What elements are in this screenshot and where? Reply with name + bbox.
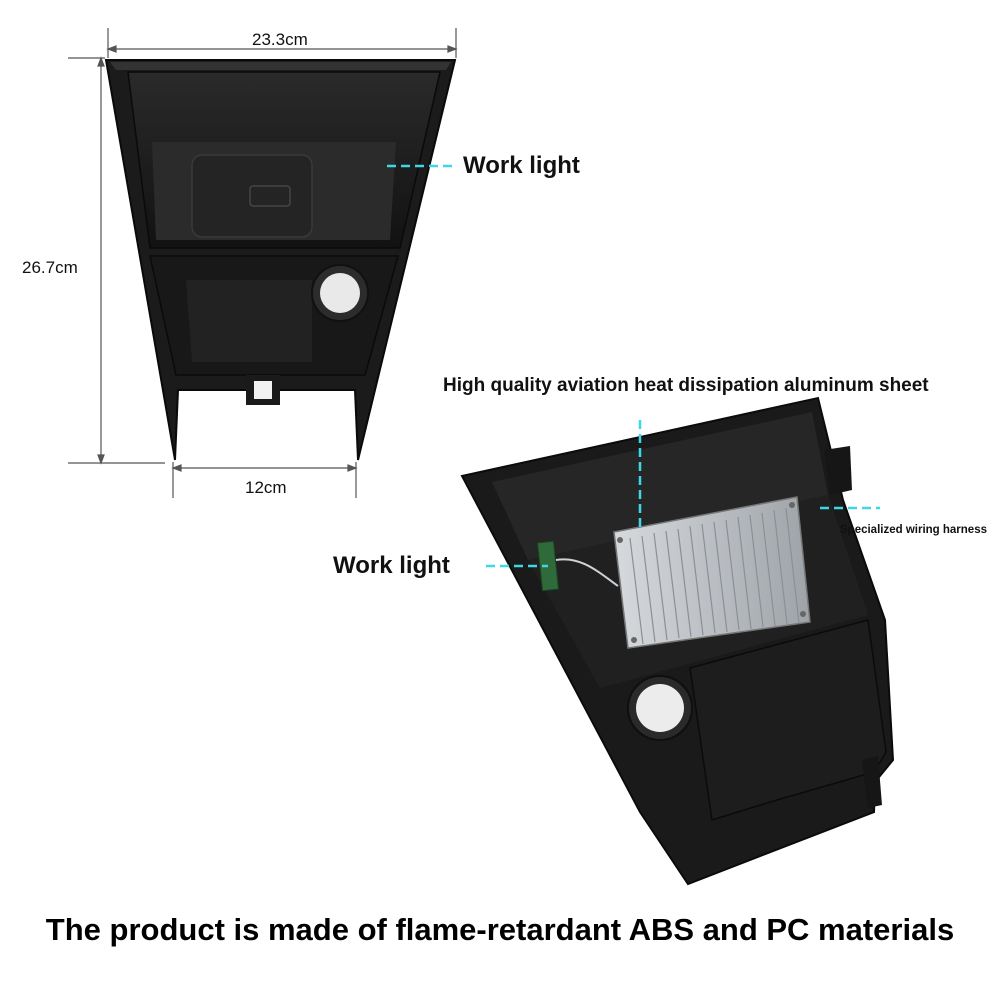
height-dimension-label: 26.7cm xyxy=(22,258,78,277)
wireless-charging-icon xyxy=(249,185,291,207)
rear-view-product xyxy=(460,396,895,886)
heat-sink-fins xyxy=(629,507,800,645)
wiring-harness-label: Specialized wiring harness xyxy=(840,524,987,536)
bottom-width-dimension-label: 12cm xyxy=(245,478,287,497)
dimension-lines xyxy=(68,28,458,498)
material-caption: The product is made of flame-retardant A… xyxy=(45,912,955,947)
aluminum-sheet-label: High quality aviation heat dissipation a… xyxy=(443,375,929,396)
cup-hole xyxy=(320,273,360,313)
width-dimension-label: 23.3cm xyxy=(252,30,308,49)
front-view-product xyxy=(104,59,457,461)
rear-cup-hole xyxy=(636,684,684,732)
charging-pad xyxy=(191,154,313,238)
pcb-cable xyxy=(555,558,619,587)
work-light-label-top: Work light xyxy=(463,152,580,179)
work-light-label-bottom: Work light xyxy=(333,552,450,579)
